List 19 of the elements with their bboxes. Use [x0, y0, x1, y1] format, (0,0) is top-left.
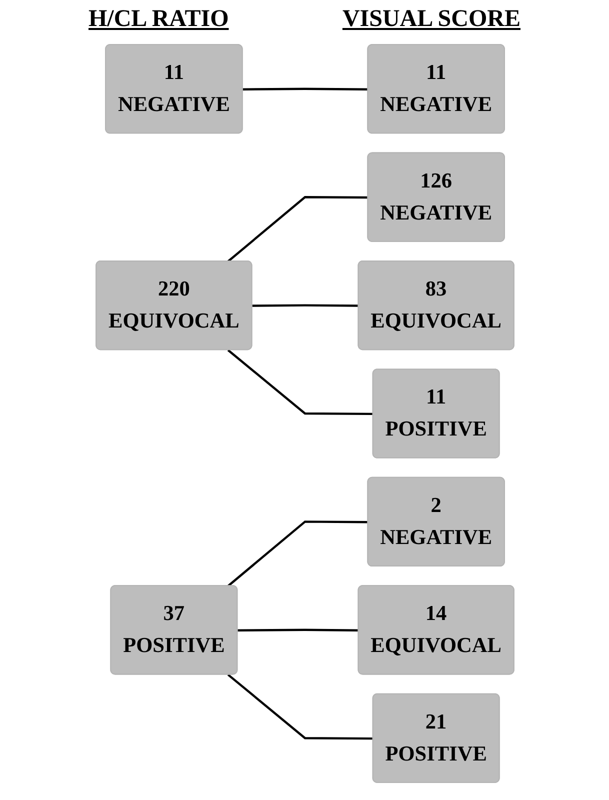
count-box: 11 NEGATIVE [104, 44, 242, 134]
count-box: 220 EQUIVOCAL [95, 260, 252, 350]
connector-line [226, 674, 373, 740]
count-box: 21 POSITIVE [372, 693, 500, 783]
column-heading: H/CL RATIO [88, 6, 229, 33]
count-box: 126 NEGATIVE [366, 152, 504, 242]
connector-line [237, 628, 358, 632]
connector-line [252, 304, 358, 307]
connector-line [226, 349, 373, 416]
count-box: 37 POSITIVE [110, 585, 238, 675]
connector-line [242, 88, 368, 90]
column-heading: VISUAL SCORE [342, 6, 520, 33]
count-box: 11 POSITIVE [372, 368, 500, 458]
count-box: 83 EQUIVOCAL [357, 260, 514, 350]
connector-line [226, 196, 368, 262]
count-box: 14 EQUIVOCAL [357, 585, 514, 675]
connector-line [226, 520, 368, 587]
count-box: 11 NEGATIVE [366, 44, 504, 134]
count-box: 2 NEGATIVE [366, 476, 504, 566]
